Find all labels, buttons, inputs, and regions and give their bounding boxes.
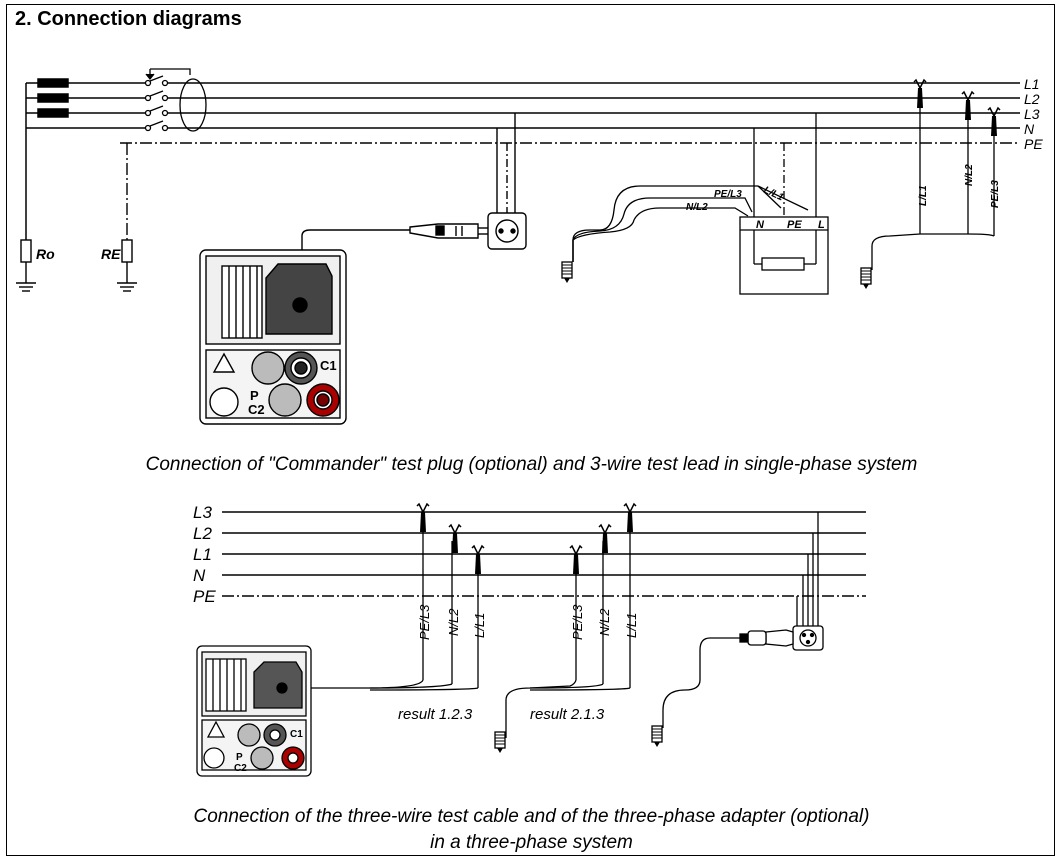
g1-clip-l3-icon	[416, 503, 430, 533]
box-terminal-pe: PE	[787, 219, 802, 231]
g1-clip-l1-icon	[471, 545, 485, 575]
test-instrument-2	[196, 645, 312, 777]
rcd-switch	[144, 68, 207, 132]
line2-label-l3: L3	[193, 503, 212, 522]
clip-l2-icon	[961, 91, 975, 121]
caption-three-phase-line1: Connection of the three-wire test cable …	[193, 806, 870, 827]
meter2-c1-label: C1	[290, 729, 303, 740]
meter2-p-label: P	[236, 752, 243, 763]
line2-label-n: N	[193, 566, 206, 585]
g1-clip-l2-icon	[448, 524, 462, 554]
lead-label-nl2: N/L2	[686, 202, 708, 213]
meter2-c2-label: C2	[234, 763, 247, 774]
lead1-plug-icon	[561, 261, 573, 284]
result-1: result 1.2.3	[398, 706, 473, 723]
line2-label-l1: L1	[193, 545, 212, 564]
line-label-n: N	[1024, 121, 1035, 137]
page-frame	[6, 4, 1055, 856]
clip-label-pel3: PE/L3	[990, 180, 1001, 208]
lead2-plug-icon	[860, 267, 872, 290]
page-title: 2. Connection diagrams	[15, 8, 242, 30]
clip-group-2	[505, 520, 631, 738]
bus-lines-2	[222, 511, 866, 597]
g1-label-pel3: PE/L3	[417, 604, 432, 640]
test-instrument-1	[199, 249, 347, 425]
ro-resistor	[16, 239, 36, 292]
line2-label-pe: PE	[193, 587, 216, 606]
line-label-l3: L3	[1024, 106, 1040, 122]
three-wire-lead-1	[572, 185, 809, 262]
clip-label-ll1: L/L1	[918, 185, 929, 206]
line-label-l1: L1	[1024, 76, 1040, 92]
clip-l1-icon	[913, 79, 927, 109]
lead-label-pel3: PE/L3	[714, 189, 742, 200]
load-box	[739, 113, 829, 295]
g2-label-pel3: PE/L3	[570, 604, 585, 640]
g2-clip-l2-icon	[598, 524, 612, 554]
meter1-c2-label: C2	[248, 402, 265, 417]
re-label: RE	[101, 246, 121, 262]
clip-label-nl2: N/L2	[964, 164, 975, 186]
clip-l3-icon	[987, 107, 1001, 137]
g1-label-nl2: N/L2	[446, 608, 461, 636]
g2-clip-l3-icon	[623, 503, 637, 533]
supply-fuses	[25, 78, 148, 240]
meter1-c1-label: C1	[320, 358, 337, 373]
result-2: result 2.1.3	[530, 706, 605, 723]
wall-socket	[487, 113, 527, 250]
caption-single-phase: Connection of "Commander" test plug (opt…	[145, 454, 918, 475]
box-terminal-l: L	[818, 219, 825, 231]
g2-plug-icon	[494, 731, 506, 754]
line2-label-l2: L2	[193, 524, 212, 543]
g2-clip-n-icon	[569, 545, 583, 575]
adapter-plug-icon	[651, 725, 663, 748]
single-phase-diagram: L1 L2 L3 N PE Ro RE	[16, 68, 1043, 425]
g2-label-nl2: N/L2	[597, 608, 612, 636]
ro-label: Ro	[36, 246, 55, 262]
line-label-l2: L2	[1024, 91, 1040, 107]
three-phase-diagram: L3 L2 L1 N PE PE/L3 N/L2 L/L1 result 1.2…	[193, 503, 866, 777]
three-wire-lead-2	[871, 90, 995, 270]
clip-group-1	[282, 520, 479, 691]
three-phase-adapter	[662, 512, 824, 728]
bus-lines	[120, 82, 1020, 144]
caption-three-phase-line2: in a three-phase system	[430, 832, 633, 853]
re-resistor	[117, 143, 137, 292]
g2-label-ll1: L/L1	[624, 613, 639, 638]
line-label-pe: PE	[1024, 136, 1043, 152]
meter1-p-label: P	[250, 388, 259, 403]
g1-label-ll1: L/L1	[472, 613, 487, 638]
box-terminal-n: N	[756, 219, 765, 231]
commander-plug	[301, 223, 488, 290]
